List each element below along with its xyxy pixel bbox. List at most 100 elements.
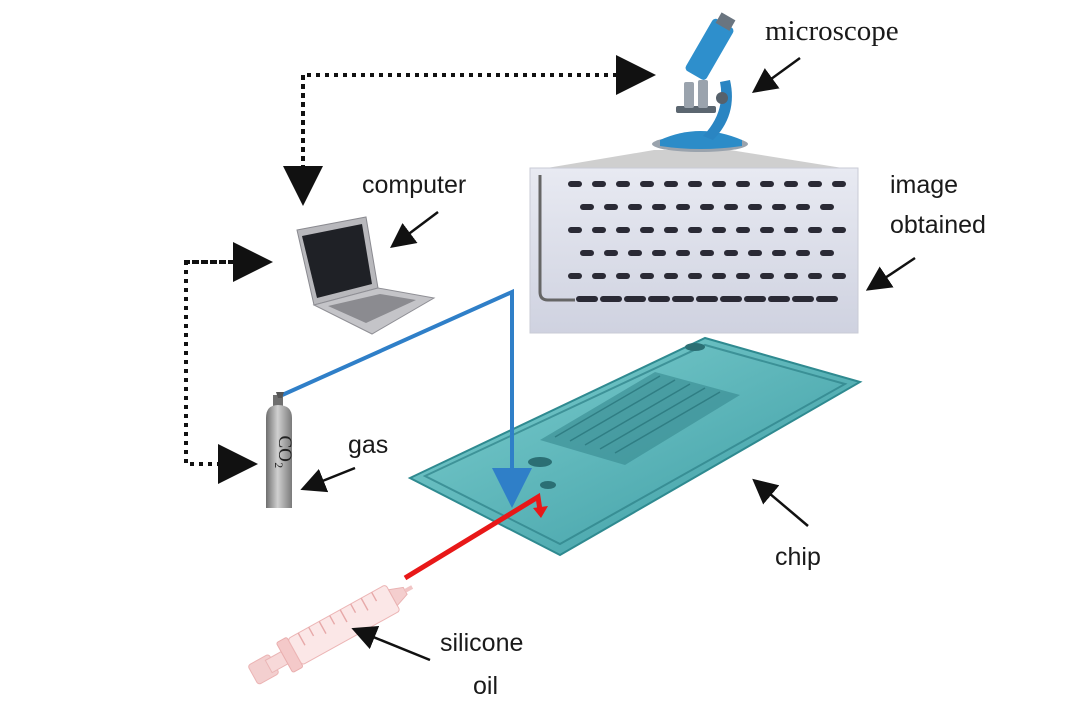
pillar: [808, 181, 822, 187]
pillar: [832, 273, 846, 279]
signal-line-computer-gas: [184, 260, 268, 484]
gas-line: [279, 288, 532, 508]
pillar: [760, 273, 774, 279]
pillar: [664, 273, 678, 279]
pillar: [760, 181, 774, 187]
pointer-computer: [390, 211, 439, 248]
pillar: [724, 204, 738, 210]
pillar: [592, 227, 606, 233]
pillar: [820, 250, 834, 256]
pillar: [688, 181, 702, 187]
pillar: [744, 296, 766, 302]
signal-lines: [184, 55, 656, 484]
pillar: [568, 273, 582, 279]
pillar: [832, 181, 846, 187]
pillar: [580, 250, 594, 256]
pillar: [580, 204, 594, 210]
pillar: [816, 296, 838, 302]
pillar: [616, 273, 630, 279]
projection-cone: [535, 150, 855, 170]
pillar: [664, 227, 678, 233]
pillar: [784, 227, 798, 233]
pillar: [640, 227, 654, 233]
pillar: [784, 181, 798, 187]
label-gas: gas: [348, 431, 389, 459]
pillar: [832, 227, 846, 233]
microscope-icon: [652, 12, 748, 152]
label-computer: computer: [362, 171, 467, 199]
pillar: [664, 181, 678, 187]
micrograph-image: [529, 150, 859, 334]
pointer-gas: [300, 466, 356, 493]
pillar: [820, 204, 834, 210]
pillar: [736, 181, 750, 187]
pillar: [792, 296, 814, 302]
pillar: [600, 296, 622, 302]
pillar: [592, 273, 606, 279]
pillar: [768, 296, 790, 302]
label-image-line2: obtained: [890, 211, 986, 239]
pillar: [760, 227, 774, 233]
syringe-icon: [248, 585, 414, 685]
pillar: [772, 204, 786, 210]
pillar-array: [568, 181, 846, 302]
pillar: [784, 273, 798, 279]
pillar: [796, 250, 810, 256]
label-oil-line2: oil: [473, 672, 499, 700]
pillar: [720, 296, 742, 302]
pillar: [604, 250, 618, 256]
pillar: [592, 181, 606, 187]
pillar: [616, 227, 630, 233]
pillar: [748, 204, 762, 210]
pillar: [796, 204, 810, 210]
pillar: [712, 273, 726, 279]
pillar: [652, 250, 666, 256]
pillar: [648, 296, 670, 302]
pillar: [700, 250, 714, 256]
pillar: [652, 204, 666, 210]
pillar: [628, 204, 642, 210]
pillar: [736, 227, 750, 233]
pillar: [688, 227, 702, 233]
pillar: [568, 181, 582, 187]
pointer-image: [865, 256, 916, 291]
pillar: [676, 250, 690, 256]
pillar: [676, 204, 690, 210]
pillar: [568, 227, 582, 233]
cylinder-mark: CO₂: [274, 435, 295, 468]
label-image-line1: image: [890, 171, 959, 199]
laptop-icon: [296, 216, 436, 335]
pillar: [700, 204, 714, 210]
pillar: [688, 273, 702, 279]
pillar: [724, 250, 738, 256]
gas-cylinder-icon: [266, 392, 292, 508]
label-chip: chip: [775, 543, 821, 571]
label-oil-line1: silicone: [440, 629, 524, 657]
pillar: [712, 181, 726, 187]
pillar: [808, 273, 822, 279]
pillar: [712, 227, 726, 233]
pointer-chip: [752, 478, 809, 527]
pointer-syringe: [351, 625, 431, 662]
pointer-arrows: [300, 56, 916, 662]
microfluidic-chip-icon: [407, 336, 863, 557]
pillar: [672, 296, 694, 302]
pillar: [772, 250, 786, 256]
pillar: [696, 296, 718, 302]
pillar: [628, 250, 642, 256]
pillar: [640, 273, 654, 279]
pillar: [808, 227, 822, 233]
pillar: [640, 181, 654, 187]
oil-line: [403, 492, 543, 581]
pillar: [624, 296, 646, 302]
channel-wall: [538, 175, 575, 302]
pillar: [576, 296, 598, 302]
label-microscope: microscope: [765, 15, 899, 47]
oil-line-arrowhead: [533, 506, 548, 518]
pillar: [616, 181, 630, 187]
pillar: [748, 250, 762, 256]
pointer-microscope: [751, 56, 801, 93]
pillar: [736, 273, 750, 279]
